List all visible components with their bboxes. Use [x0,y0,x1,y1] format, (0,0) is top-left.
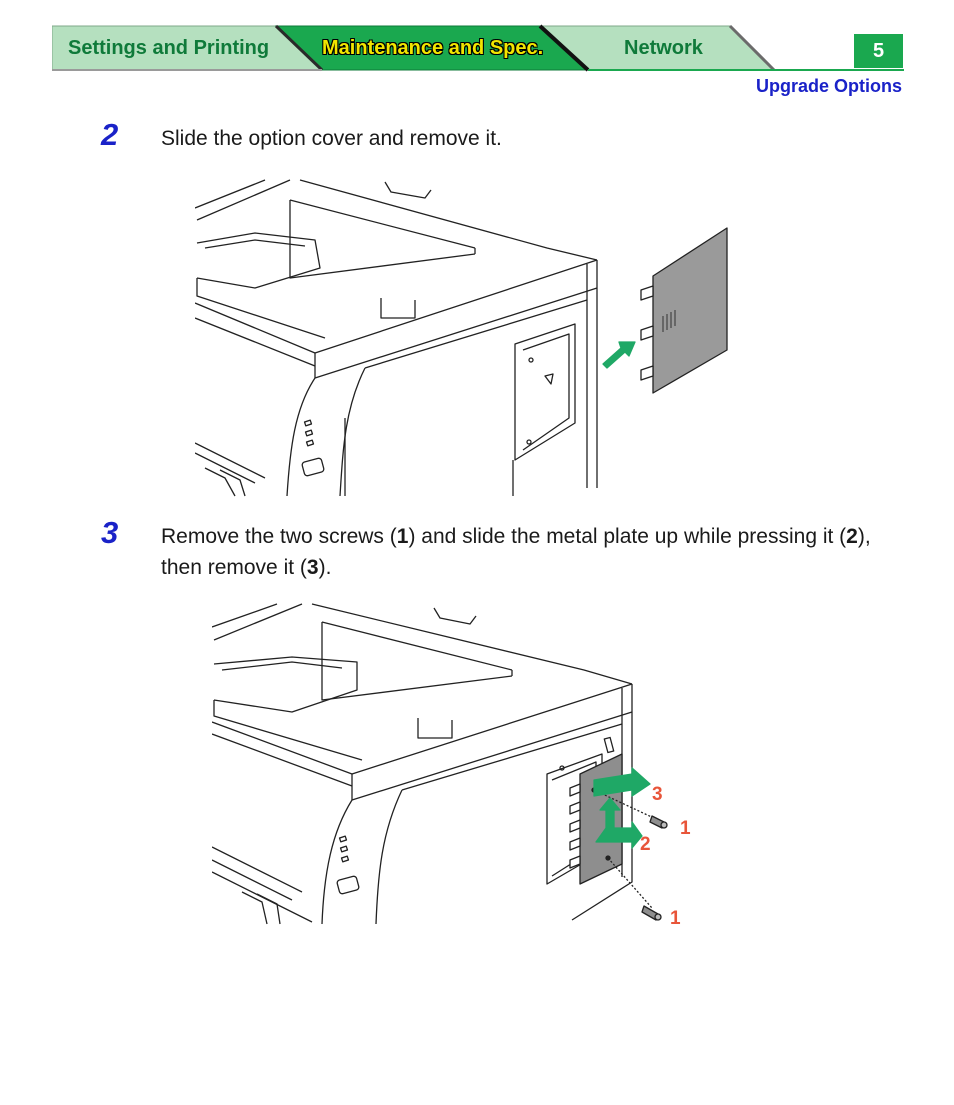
callout-3: 3 [652,784,663,805]
step-text-ref: 1 [396,525,409,548]
step-text-ref: 2 [846,525,858,548]
step-text-ref: 3 [306,556,319,579]
remove-arrow [593,767,651,797]
tab-maintenance-and-spec[interactable]: Maintenance and Spec. [322,37,544,59]
callout-1: 1 [680,818,691,839]
step-text-part: ), then remove it ( [161,525,871,579]
up-arrow [595,797,643,849]
step-instruction: Slide the option cover and remove it. [161,123,906,154]
step-text-part: Remove the two screws ( [161,525,397,548]
chapter-number-badge: 5 [854,34,903,68]
screw [641,905,662,921]
section-title[interactable]: Upgrade Options [755,76,902,96]
step-3-figure: 3 1 2 1 [212,602,702,929]
step-text-part: ). [318,556,332,579]
printer-illustration [195,179,728,497]
callout-2: 2 [640,834,651,855]
step-instruction: Remove the two screws (1) and slide the … [161,521,906,583]
step-2-figure [195,178,735,498]
step-number: 3 [101,515,119,550]
tab-shapes [52,24,904,72]
tab-settings-and-printing[interactable]: Settings and Printing [68,37,270,59]
step-number: 2 [101,117,119,152]
screw [649,815,668,829]
tab-network[interactable]: Network [624,37,703,59]
printer-illustration [212,603,668,925]
step-text-part: ) and slide the metal plate up while pre… [408,525,847,548]
step-text-part: Slide the option cover and remove it. [161,127,502,150]
slide-arrow [602,341,636,369]
chapter-tab-bar: Settings and Printing Maintenance and Sp… [52,24,904,72]
metal-plate [579,753,623,885]
callout-1: 1 [670,908,681,929]
